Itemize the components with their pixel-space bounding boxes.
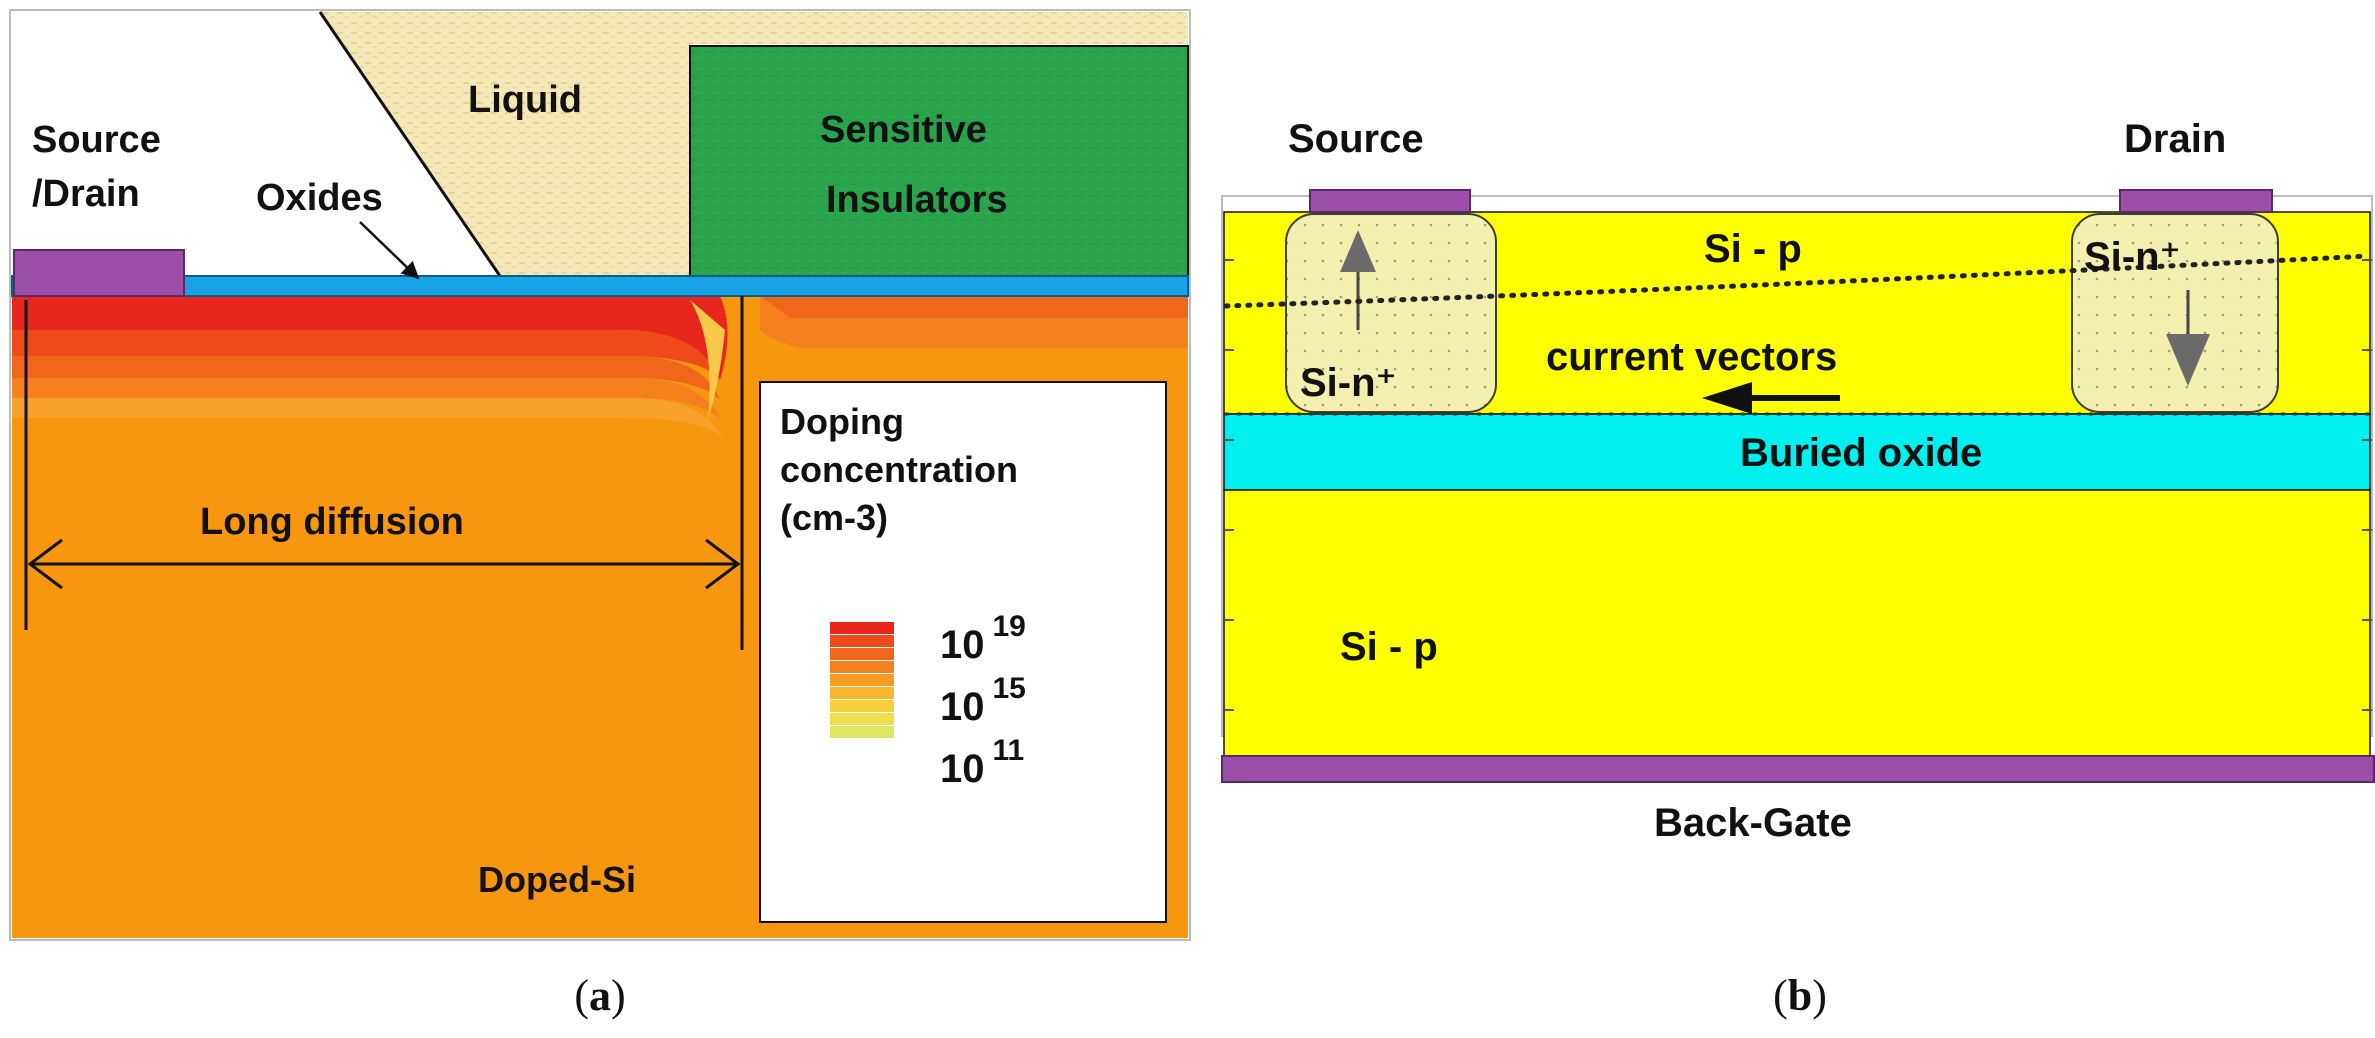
panel-a: Source /Drain Oxides Liquid Sensitive In…	[9, 9, 1191, 1020]
buried-oxide-layer	[1223, 413, 2371, 491]
liquid-boundary-line	[318, 11, 502, 277]
drain-current-arrowhead	[2166, 334, 2210, 386]
label-si-n-source: Si-n⁺	[1300, 361, 1397, 405]
caption-a: (a)	[574, 971, 625, 1020]
legend-title-line-3: (cm-3)	[780, 497, 888, 538]
legend-swatch	[830, 726, 894, 738]
caption-b-close: )	[1812, 971, 1827, 1020]
doping-band-right-top	[760, 296, 1188, 318]
legend-swatch	[830, 635, 894, 647]
legend-tick-exponent: 15	[993, 672, 1026, 705]
label-sensitive: Sensitive	[820, 109, 987, 151]
label-si-p-top: Si - p	[1704, 227, 1802, 271]
legend-swatch	[830, 661, 894, 673]
label-drain-b: Drain	[2124, 117, 2226, 161]
source-current-arrowhead	[1340, 230, 1376, 272]
right-edge-ticks	[2362, 259, 2372, 711]
label-insulators: Insulators	[826, 179, 1008, 221]
doping-band-high	[12, 296, 728, 380]
source-contact	[1309, 189, 1471, 213]
caption-a-open: (	[574, 971, 589, 1020]
label-si-p-bottom: Si - p	[1340, 625, 1438, 669]
legend-swatch	[830, 713, 894, 725]
oxide-layer	[11, 275, 1189, 297]
legend-title-line-1: Doping	[780, 401, 904, 442]
doping-band-4	[12, 378, 722, 420]
legend-box	[759, 381, 1167, 923]
label-buried-oxide: Buried oxide	[1740, 431, 1982, 475]
caption-b-open: (	[1773, 971, 1788, 1020]
doping-band-2	[12, 330, 720, 380]
legend-tick-base: 10	[940, 623, 985, 667]
depletion-boundary-dotted-line	[1223, 253, 2371, 309]
legend-swatch	[830, 687, 894, 699]
oxides-arrow	[359, 221, 420, 280]
diffusion-right-arrowhead	[705, 538, 741, 590]
current-vectors-arrowhead	[1702, 382, 1752, 414]
label-drain: /Drain	[32, 173, 140, 215]
label-source-b: Source	[1288, 117, 1424, 161]
drain-contact	[2119, 189, 2273, 213]
caption-a-close: )	[611, 971, 626, 1020]
legend-tick-base: 10	[940, 747, 985, 791]
caption-b: (b)	[1773, 971, 1827, 1020]
label-oxides: Oxides	[256, 177, 383, 219]
label-back-gate: Back-Gate	[1654, 801, 1852, 845]
diffusion-left-arrowhead	[27, 538, 63, 590]
left-edge-ticks	[1224, 259, 1234, 711]
legend-tick-base: 10	[940, 685, 985, 729]
doping-band-5	[12, 398, 722, 436]
legend-swatch	[830, 648, 894, 660]
label-long-diffusion: Long diffusion	[200, 501, 464, 543]
label-doped-si: Doped-Si	[478, 859, 636, 900]
doping-lateral-edge	[690, 300, 725, 420]
sensitive-insulators-region	[689, 45, 1189, 277]
legend-title-line-2: concentration	[780, 449, 1018, 490]
label-source: Source	[32, 119, 161, 161]
legend-swatch	[830, 700, 894, 712]
legend-tick-exponent: 11	[993, 734, 1025, 767]
caption-a-letter: a	[589, 971, 611, 1020]
bottom-silicon-layer	[1223, 489, 2371, 757]
legend-swatches	[830, 622, 894, 738]
back-gate-contact	[1221, 755, 2375, 783]
label-liquid: Liquid	[468, 79, 582, 121]
label-current-vectors: current vectors	[1546, 335, 1837, 379]
legend-tick-exponent: 19	[993, 610, 1026, 643]
source-drain-contact	[13, 249, 185, 297]
caption-b-letter: b	[1788, 971, 1812, 1020]
label-si-n-drain: Si-n⁺	[2084, 235, 2181, 279]
source-n-well	[1285, 213, 1497, 413]
panel-b: Source Drain Si - p Si-n⁺ Si-n⁺ current …	[1221, 117, 2375, 1020]
legend-swatch	[830, 674, 894, 686]
legend-swatch	[830, 622, 894, 634]
liquid-region	[320, 12, 1188, 276]
